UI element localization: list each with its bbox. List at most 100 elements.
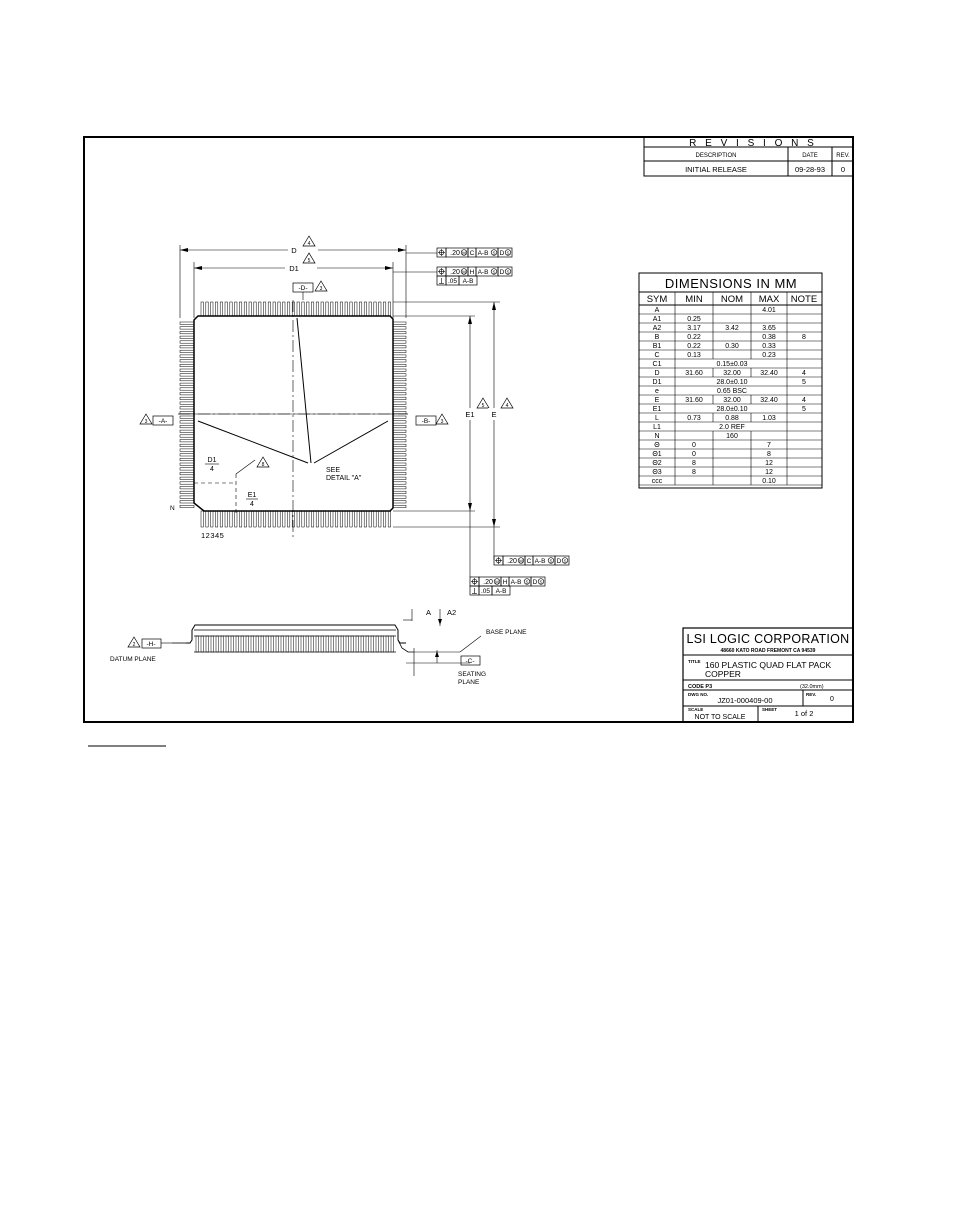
dim-row-min: 31.60 [685,397,703,404]
sheet-label: SHEET [762,707,777,712]
company-name: LSI LOGIC CORPORATION [686,632,849,646]
dim-row-sym: Θ1 [652,451,661,458]
dim-a2-label: A2 [447,608,456,617]
dim-row-sym: E [655,397,660,404]
svg-text:2: 2 [133,642,136,648]
rev-value: 0 [830,696,834,703]
dim-row-merged: 0.65 BSC [717,388,747,395]
d1-over-4-num: D1 [208,457,217,464]
datum-a-flag: 3 -A- [139,413,174,426]
dim-row-max: 7 [767,442,771,449]
scale-label: SCALE [688,707,703,712]
sheet-value: 1 of 2 [795,709,814,718]
svg-text:-D-: -D- [298,285,307,292]
dim-row-max: 3.65 [762,325,776,332]
svg-text:S: S [539,579,542,584]
dim-row-max: 0.38 [762,334,776,341]
svg-text:M: M [519,558,523,563]
fcf-perp-ref: A-B [496,588,507,595]
svg-text:S: S [549,558,552,563]
dim-row-max: 0.23 [762,352,776,359]
fcf-perp-ref: A-B [463,278,474,285]
dim-row-min: 0.25 [687,316,701,323]
dim-row-note: 4 [802,370,806,377]
leads-top [200,301,391,317]
dim-row-min: 0.22 [687,334,701,341]
dim-d1-label: D1 [289,264,299,273]
fcf-perp-tol: .05 [481,588,490,595]
dim-row-nom: 160 [726,433,738,440]
dim-row-min: 0.22 [687,343,701,350]
svg-text:-A-: -A- [159,418,168,425]
d1-over-4-den: 4 [210,466,214,473]
note-4-triangle-e: 4 [500,397,514,409]
dim-row-sym: A1 [653,316,662,323]
title-block: LSI LOGIC CORPORATION 48660 KATO ROAD FR… [682,627,854,723]
dim-header-note: NOTE [791,294,817,305]
dim-a-label: A [426,608,431,617]
dim-row-sym: Θ2 [652,460,661,467]
fcf-datum-ref: C [527,558,532,565]
dim-row-min: 0.13 [687,352,701,359]
dim-row-nom: 32.00 [723,370,741,377]
note-5-triangle-e1: 5 [476,397,490,409]
dim-row-max: 8 [767,451,771,458]
fcf-datum-ref: A-B [478,269,489,276]
dim-row-sym: C [654,352,659,359]
scale-value: NOT TO SCALE [695,714,746,721]
svg-text:M: M [462,250,466,255]
seating-label: SEATING [458,671,486,678]
svg-text:M: M [462,269,466,274]
dim-row-merged: 0.15±0.03 [716,361,747,368]
rev-header-date: DATE [802,153,818,159]
title-line-1: 160 PLASTIC QUAD FLAT PACK [705,660,831,670]
fcf-tolerance: .20 [507,558,517,565]
dim-row-nom: 0.30 [725,343,739,350]
svg-text:S: S [506,269,509,274]
svg-text:M: M [495,579,499,584]
dim-row-min: 31.60 [685,370,703,377]
dim-row-note: 4 [802,397,806,404]
dim-row-max: 0.33 [762,343,776,350]
side-view: A A2 BASE PLANE -C- SEATING PLANE 2 -H- … [110,608,527,686]
svg-text:S: S [525,579,528,584]
dim-d-label: D [291,246,297,255]
dim-row-min: 0 [692,451,696,458]
dim-row-note: 5 [802,406,806,413]
dim-row-nom: 0.88 [725,415,739,422]
dim-row-note: 5 [802,379,806,386]
pin-numbers-label: 12345 [201,531,224,540]
dim-row-min: 8 [692,460,696,467]
dim-e-label: E [491,410,496,419]
title-label: TITLE [688,659,701,664]
fcf-datum-ref: D [500,269,505,276]
note-4-triangle-d: 4 [302,235,316,247]
rev-row-rev: 0 [841,165,845,174]
e1-over-4-num: E1 [248,492,257,499]
dim-row-nom: 3.42 [725,325,739,332]
svg-text:5: 5 [482,403,485,409]
datum-h-flag: 2 -H- [127,636,172,649]
dim-row-max: 12 [765,469,773,476]
top-view: SEE DETAIL "A" D1 4 E1 4 8 N 12345 3 -A-… [139,235,570,596]
datum-d-flag: -D- 3 [292,280,328,300]
leads-side [195,635,394,653]
revisions-block: R E V I S I O N S DESCRIPTION DATE REV. … [643,136,854,177]
fcf-datum-ref: D [500,250,505,257]
svg-text:-B-: -B- [422,418,431,425]
dim-row-merged: 28.0±0.10 [716,406,747,413]
company-address: 48660 KATO ROAD FREMONT CA 94539 [721,648,816,654]
dim-row-sym: B [655,334,660,341]
dim-header-nom: NOM [721,294,743,305]
dim-row-max: 0.10 [762,478,776,485]
dim-row-max: 12 [765,460,773,467]
svg-text:-H-: -H- [146,641,155,648]
svg-text:S: S [492,250,495,255]
revisions-title: R E V I S I O N S [689,138,817,149]
fcf-datum-ref: D [557,558,562,565]
svg-text:S: S [506,250,509,255]
svg-text:S: S [563,558,566,563]
